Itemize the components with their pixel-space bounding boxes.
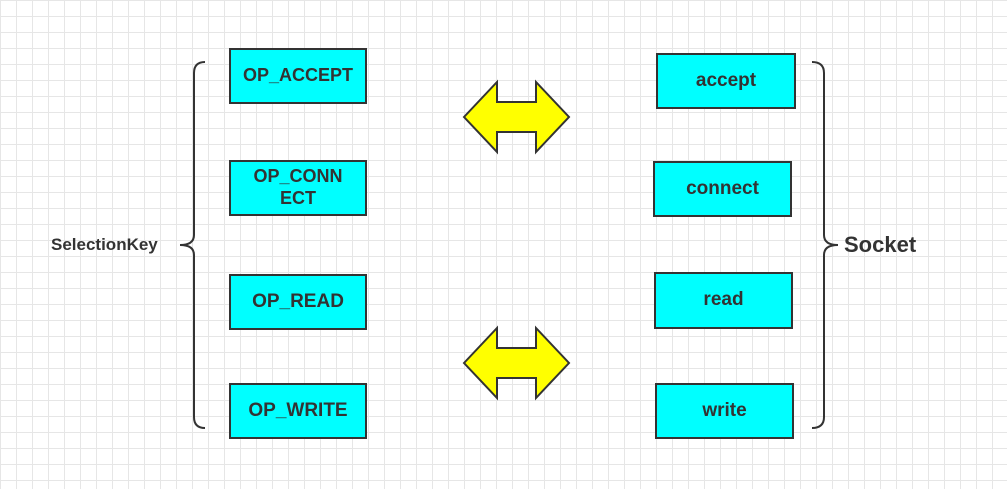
connect-box: connect xyxy=(653,161,792,217)
op-connect-box: OP_CONN ECT xyxy=(229,160,367,216)
op-write-box: OP_WRITE xyxy=(229,383,367,439)
op-accept-box: OP_ACCEPT xyxy=(229,48,367,104)
double-arrow-icon xyxy=(462,79,571,155)
accept-box: accept xyxy=(656,53,796,109)
double-arrow-icon xyxy=(462,325,571,401)
left-brace xyxy=(179,61,206,429)
read-box: read xyxy=(654,272,793,329)
write-box: write xyxy=(655,383,794,439)
selectionkey-label: SelectionKey xyxy=(51,235,158,254)
op-read-box: OP_READ xyxy=(229,274,367,330)
right-brace xyxy=(811,61,839,429)
socket-label: Socket xyxy=(844,232,917,257)
